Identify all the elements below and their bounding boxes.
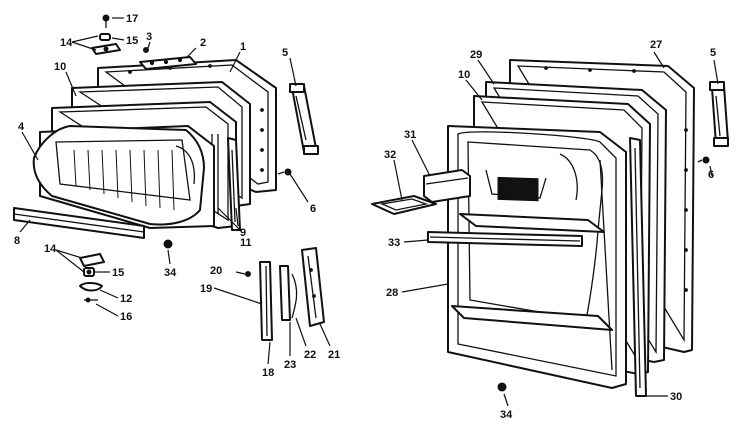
- callout-6-right: 6: [708, 169, 714, 181]
- callout-21: 21: [328, 349, 340, 361]
- callout-32: 32: [384, 149, 396, 161]
- freezer-door-handle: [289, 83, 319, 155]
- fresh-food-handle-screw: [697, 156, 710, 164]
- callout-14-bottom: 14: [44, 243, 57, 255]
- callout-15-bottom: 15: [112, 267, 124, 279]
- door-rail-bar: [13, 207, 145, 239]
- callout-19: 19: [200, 283, 212, 295]
- callout-5-right: 5: [710, 47, 716, 59]
- handle-screw: [277, 168, 292, 176]
- callout-10-left: 10: [54, 61, 66, 73]
- callout-1: 1: [240, 41, 246, 53]
- callout-18: 18: [262, 367, 274, 379]
- callout-29: 29: [470, 49, 482, 61]
- door-shelf-bar: [427, 231, 583, 247]
- callout-4: 4: [18, 121, 25, 133]
- callout-15-top: 15: [126, 35, 138, 47]
- top-hinge-strip: [139, 56, 197, 70]
- callout-22: 22: [304, 349, 316, 361]
- fresh-food-inner-liner: [447, 125, 627, 389]
- callout-34-left: 34: [164, 267, 177, 279]
- callout-3: 3: [146, 31, 152, 43]
- freezer-door-assembly: [13, 14, 325, 341]
- hinge-screw: [143, 47, 149, 53]
- callout-8: 8: [14, 235, 20, 247]
- callout-23: 23: [284, 359, 296, 371]
- callout-17: 17: [126, 13, 138, 25]
- door-strips: [235, 247, 325, 341]
- fresh-food-door-assembly: [371, 59, 729, 397]
- callout-12: 12: [120, 293, 132, 305]
- callout-28: 28: [386, 287, 398, 299]
- leader-lines: [19, 17, 719, 407]
- callout-5-left: 5: [282, 47, 288, 59]
- callout-labels: 17 14 15 3 2 1 10 5 4 6 8 9 11 14 15 34 …: [14, 13, 716, 421]
- fresh-food-door-bumper: [497, 382, 507, 392]
- dairy-compartment-door: [423, 169, 471, 203]
- callout-34-right: 34: [500, 409, 513, 421]
- top-hinge-hardware: [91, 14, 121, 55]
- callout-16: 16: [120, 311, 132, 323]
- callout-33: 33: [388, 237, 400, 249]
- callout-31: 31: [404, 129, 416, 141]
- door-bumper: [163, 239, 173, 249]
- callout-9: 9: [240, 227, 246, 239]
- callout-2: 2: [200, 37, 206, 49]
- callout-20: 20: [210, 265, 222, 277]
- bottom-hinge-hardware: [79, 253, 105, 303]
- callout-10-right: 10: [458, 69, 470, 81]
- freezer-tray: [32, 125, 215, 229]
- fresh-food-door-handle: [709, 81, 729, 147]
- callout-27: 27: [650, 39, 662, 51]
- callout-6-left: 6: [310, 203, 316, 215]
- callout-11: 11: [240, 237, 252, 249]
- callout-30: 30: [670, 391, 682, 403]
- callout-14-top: 14: [60, 37, 73, 49]
- butter-shelf: [371, 195, 437, 215]
